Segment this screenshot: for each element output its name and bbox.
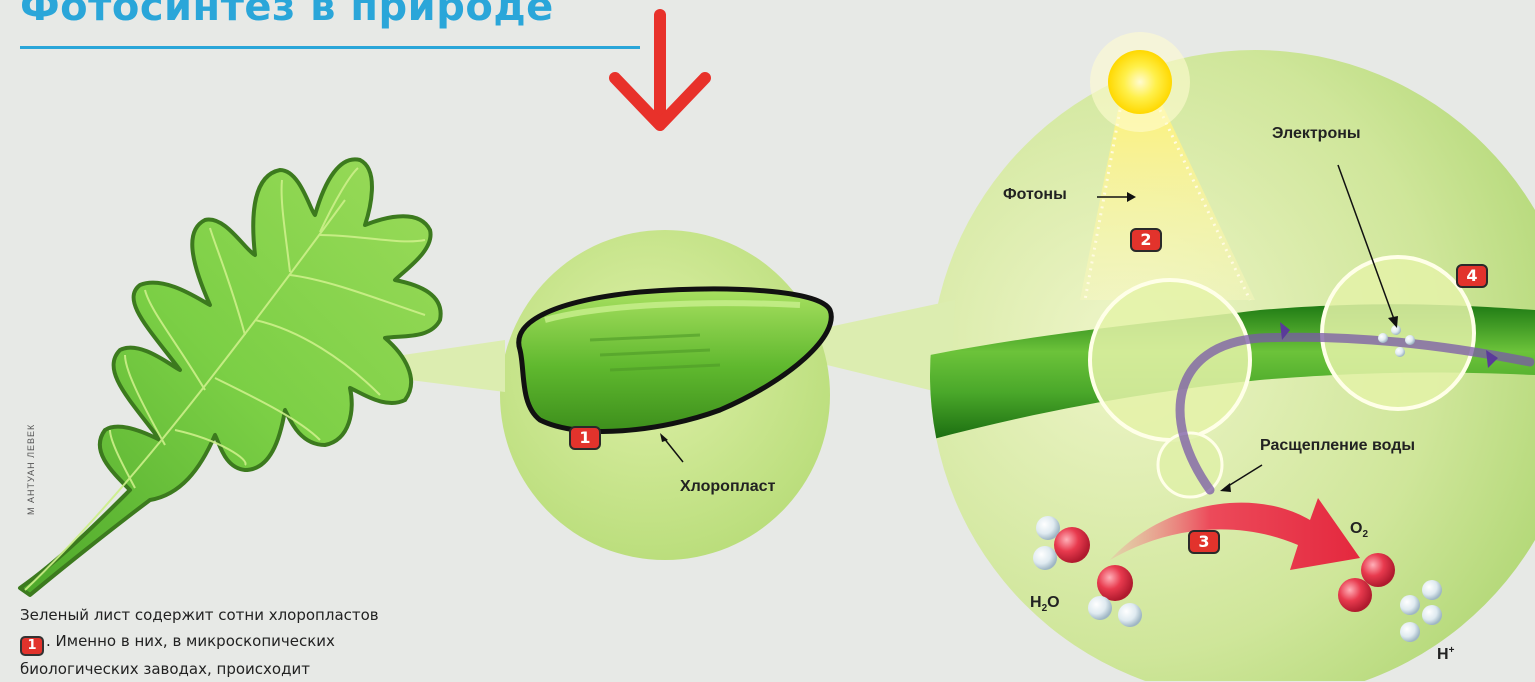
step-badge-3: 3 <box>1188 530 1220 554</box>
photosystem-2-circle <box>1090 280 1250 440</box>
step-badge-4: 4 <box>1456 264 1488 288</box>
caption-line-3: биологических заводах, происходит <box>20 656 490 682</box>
caption-line-2: 1. Именно в них, в микроскопических <box>20 628 490 656</box>
caption-line-1: Зеленый лист содержит сотни хлоропластов <box>20 602 490 628</box>
oak-leaf <box>20 159 441 595</box>
red-down-arrow-icon <box>615 15 705 125</box>
step-badge-2: 2 <box>1130 228 1162 252</box>
photons-label: Фотоны <box>1003 186 1067 204</box>
oxygen-formula: O2 <box>1350 520 1368 538</box>
proton-formula: H+ <box>1437 646 1454 664</box>
step-badge-1: 1 <box>569 426 601 450</box>
water-formula: H2O <box>1030 594 1060 612</box>
caption-text: Зеленый лист содержит сотни хлоропластов… <box>20 602 490 682</box>
caption-step-badge-1: 1 <box>20 636 44 656</box>
water-splitting-label: Расщепление воды <box>1260 437 1415 455</box>
electrons-label: Электроны <box>1272 125 1361 143</box>
sun-icon <box>1090 32 1190 132</box>
chloroplast-label: Хлоропласт <box>680 478 775 496</box>
